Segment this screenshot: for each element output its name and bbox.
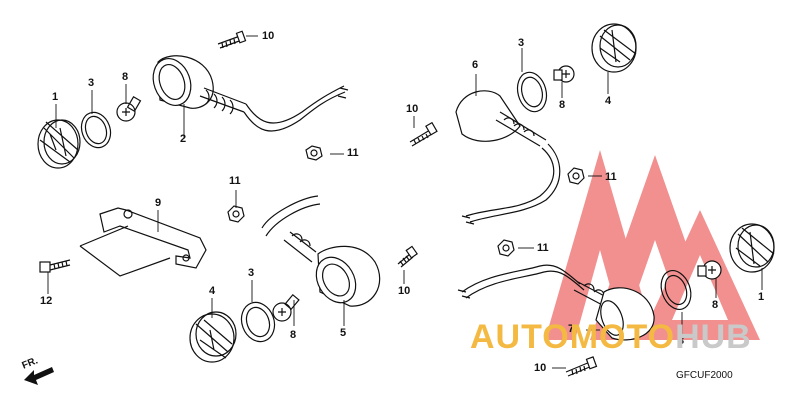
callout-5: 5 (340, 327, 347, 339)
callout-10-mid: 10 (398, 285, 411, 297)
lens-left-top (37, 119, 81, 169)
screw-top (217, 30, 247, 49)
callout-4-bottom: 4 (209, 285, 216, 297)
callout-11-right-top: 11 (605, 171, 617, 183)
callout-9: 9 (155, 197, 162, 209)
callout-4-right-top: 4 (605, 95, 612, 107)
callout-3-right-bottom: 3 (678, 335, 685, 347)
screw-right (409, 121, 438, 147)
screw-bottom (565, 356, 598, 377)
housing-left-top (152, 55, 349, 132)
callout-11-left-bottom: 11 (229, 175, 241, 187)
lens-right-top (591, 23, 637, 73)
callout-8-right-bottom: 8 (712, 299, 719, 311)
callout-10-top: 10 (262, 30, 275, 42)
lens-left-bottom (189, 311, 237, 363)
screw-mid (397, 245, 418, 268)
nut-right-mid (497, 239, 515, 257)
front-arrow-icon (24, 367, 54, 385)
bolt-left (39, 259, 71, 273)
gasket-right-bottom (660, 270, 692, 310)
bulb-right-top (553, 65, 575, 83)
bulb-left-top (116, 95, 142, 122)
callout-12: 12 (40, 295, 53, 307)
callout-10-right: 10 (406, 103, 419, 115)
housing-right-bottom (457, 264, 655, 341)
nut-right-top (567, 167, 585, 185)
housing-left-bottom (261, 195, 381, 307)
gasket-right-top (516, 71, 548, 113)
watermark-part-2: HUB (675, 318, 752, 356)
callout-2: 2 (180, 133, 187, 145)
watermark-text: AUTOMOTOHUB (470, 318, 752, 357)
bulb-left-bottom (272, 293, 300, 322)
gasket-left-top (80, 111, 112, 149)
callout-8-right-top: 8 (559, 99, 566, 111)
callout-7: 7 (568, 323, 575, 335)
diagram-code: GFCUF2000 (676, 370, 733, 381)
callout-1-right: 1 (758, 291, 765, 303)
housing-right-top (455, 90, 561, 225)
nut-left-mid (227, 205, 245, 223)
leader-lines (47, 35, 763, 369)
callout-3-right-top: 3 (518, 37, 525, 49)
callout-11-mid: 11 (347, 147, 359, 159)
bracket (79, 207, 207, 277)
callout-11-right-mid: 11 (537, 242, 549, 254)
callout-3-bottom: 3 (248, 267, 255, 279)
nut-left-top (305, 145, 323, 161)
lens-right (729, 223, 775, 273)
gasket-left-bottom (240, 301, 276, 343)
callout-10-bottom: 10 (534, 362, 547, 374)
callout-3-left-top: 3 (88, 77, 95, 89)
callout-8-left-top: 8 (122, 71, 129, 83)
bulb-right-bottom (697, 260, 722, 280)
callout-6: 6 (472, 59, 479, 71)
callout-1-left: 1 (52, 91, 59, 103)
watermark-part-1: AUTOMOTO (470, 318, 676, 356)
callout-8-bottom: 8 (290, 329, 297, 341)
